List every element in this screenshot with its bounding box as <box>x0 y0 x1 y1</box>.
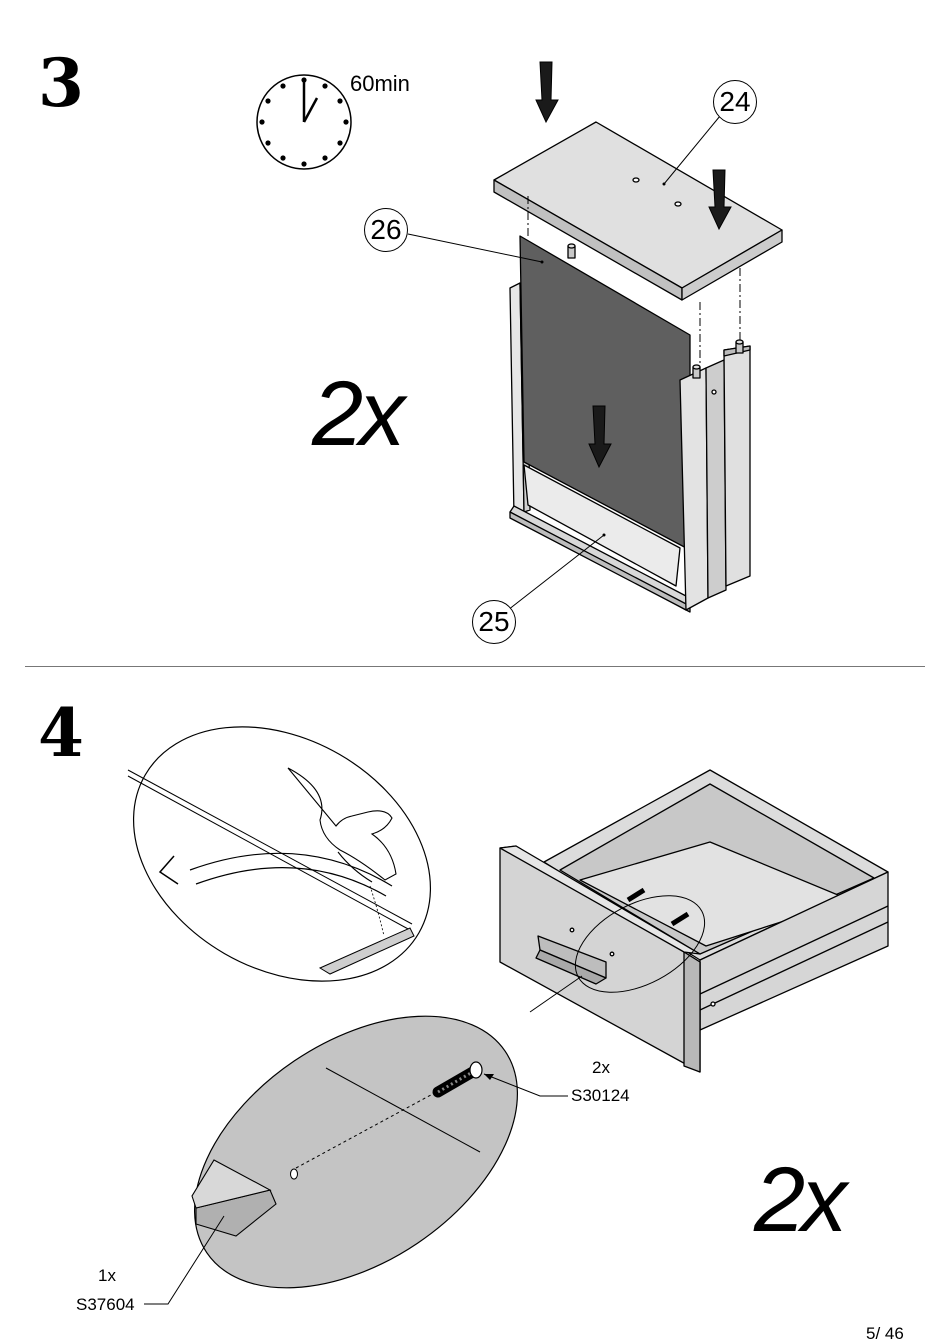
handle-detail <box>145 960 582 1344</box>
peel-detail <box>88 675 477 1032</box>
step-4-number: 4 <box>38 700 84 766</box>
part-label-frame: 25 <box>472 600 516 644</box>
part-label-back-panel: 26 <box>364 208 408 252</box>
screw-quantity: 2x <box>592 1058 610 1078</box>
frame-assembly <box>510 236 750 612</box>
step-3-multiplier: 2x <box>312 368 401 460</box>
part-label-top-panel: 24 <box>713 80 757 124</box>
drawer-assembly <box>500 770 888 1072</box>
section-divider <box>25 666 925 667</box>
clock-icon <box>257 75 351 169</box>
page-number: 5/ 46 <box>866 1324 904 1344</box>
assembly-time: 60min <box>350 71 410 97</box>
handle-code: S37604 <box>76 1295 135 1315</box>
step-3-number: 3 <box>38 50 84 116</box>
handle-quantity: 1x <box>98 1266 116 1286</box>
screw-code: S30124 <box>571 1086 630 1106</box>
step-4-multiplier: 2x <box>754 1154 843 1246</box>
